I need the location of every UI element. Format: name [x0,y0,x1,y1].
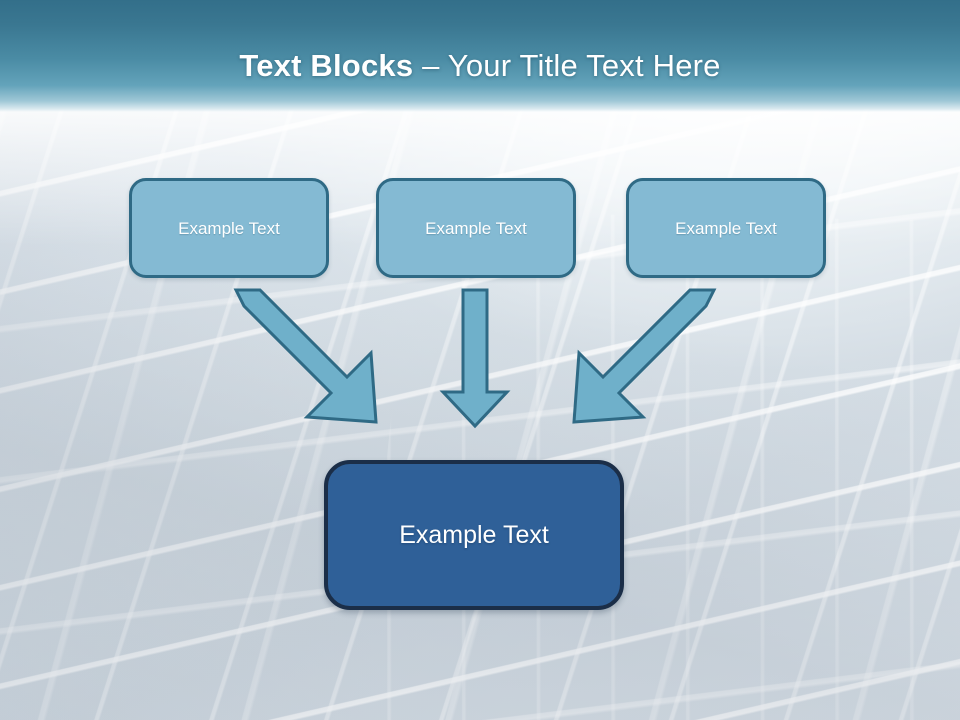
page-title-separator: – [422,48,448,83]
page-title: Text Blocks – Your Title Text Here [0,50,960,81]
text-block-1[interactable]: Example Text [129,178,329,278]
header-banner: Text Blocks – Your Title Text Here [0,0,960,112]
page-title-regular: Your Title Text Here [447,48,721,83]
text-block-1-label: Example Text [178,218,280,238]
summary-block[interactable]: Example Text [324,460,624,610]
page-title-bold: Text Blocks [239,48,423,83]
text-block-2[interactable]: Example Text [376,178,576,278]
summary-block-label: Example Text [399,520,549,549]
text-block-3-label: Example Text [675,218,777,238]
text-block-3[interactable]: Example Text [626,178,826,278]
text-block-2-label: Example Text [425,218,527,238]
